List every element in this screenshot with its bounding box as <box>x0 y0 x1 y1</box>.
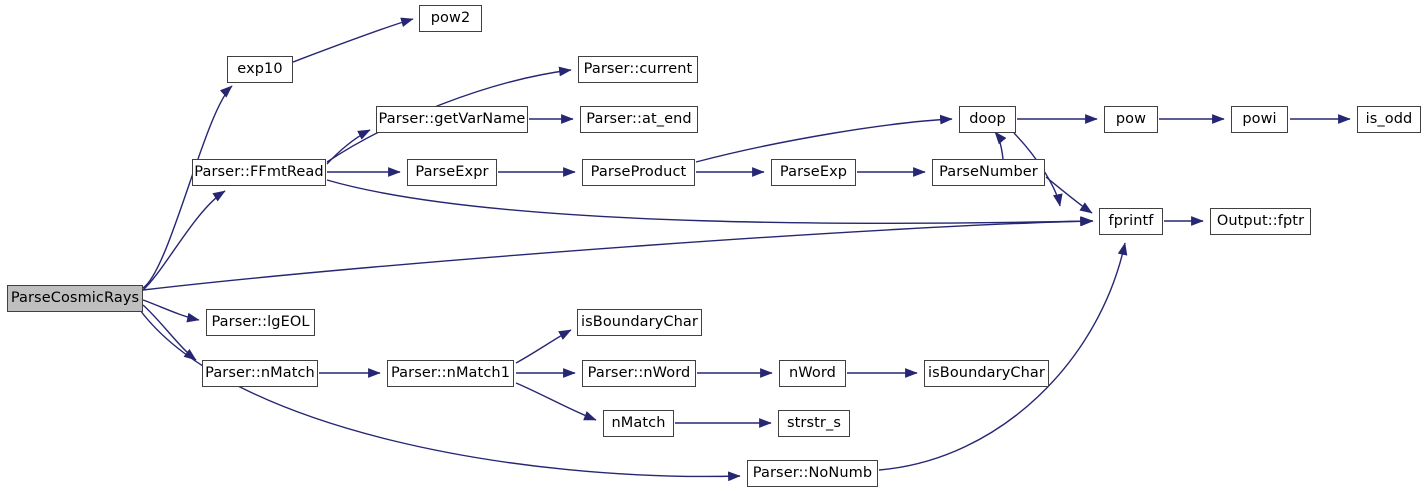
graph-node-parsecosmicrays[interactable]: ParseCosmicRays <box>7 285 143 312</box>
graph-node-isboundarychar1[interactable]: isBoundaryChar <box>577 309 702 336</box>
graph-node-doop[interactable]: doop <box>959 106 1016 133</box>
graph-node-label: nWord <box>789 365 836 382</box>
call-edge <box>326 129 371 165</box>
graph-node-parseexp[interactable]: ParseExp <box>771 159 856 186</box>
graph-node-isboundarychar2[interactable]: isBoundaryChar <box>924 360 1049 387</box>
graph-node-label: ParseCosmicRays <box>10 290 140 307</box>
graph-node-label: pow <box>1115 111 1147 128</box>
graph-node-output-fptr[interactable]: Output::fptr <box>1210 208 1311 235</box>
graph-node-label: isBoundaryChar <box>581 314 698 331</box>
call-edge <box>139 309 741 482</box>
graph-node-label: ParseProduct <box>590 164 687 181</box>
graph-node-label: pow2 <box>430 10 471 27</box>
call-edge <box>515 329 572 364</box>
graph-node-label: ParseExp <box>779 164 848 181</box>
call-edge <box>878 242 1128 471</box>
call-edge <box>142 216 1094 291</box>
graph-node-parseexpr[interactable]: ParseExpr <box>407 159 497 186</box>
graph-node-powi[interactable]: powi <box>1231 106 1288 133</box>
graph-node-parser-current[interactable]: Parser::current <box>578 56 698 83</box>
graph-node-label: ParseNumber <box>939 164 1038 181</box>
graph-node-pow[interactable]: pow <box>1104 106 1158 133</box>
call-edge <box>142 85 233 289</box>
graph-node-parser-nmatch[interactable]: Parser::nMatch <box>202 360 318 387</box>
call-edge <box>994 131 1007 160</box>
call-edge <box>515 382 597 421</box>
graph-node-label: strstr_s <box>786 415 841 432</box>
graph-node-label: nMatch <box>611 415 666 432</box>
graph-node-label: Parser::at_end <box>586 111 692 128</box>
graph-node-label: Output::fptr <box>1216 213 1305 230</box>
graph-node-parseproduct[interactable]: ParseProduct <box>582 159 695 186</box>
graph-node-label: Parser::nWord <box>587 365 691 382</box>
call-edge <box>326 66 572 163</box>
call-edge <box>142 299 200 323</box>
graph-node-label: isBoundaryChar <box>928 365 1045 382</box>
graph-node-label: Parser::nMatch <box>205 365 315 382</box>
call-edge <box>142 190 226 291</box>
graph-node-parser-ffmtread[interactable]: Parser::FFmtRead <box>192 159 326 186</box>
graph-node-fprintf[interactable]: fprintf <box>1099 208 1163 235</box>
graph-node-label: powi <box>1242 111 1277 128</box>
call-edge <box>1045 176 1093 214</box>
graph-node-is_odd[interactable]: is_odd <box>1357 106 1421 133</box>
graph-node-parser-getvarname[interactable]: Parser::getVarName <box>376 106 528 133</box>
graph-node-strstr_s[interactable]: strstr_s <box>778 410 850 437</box>
graph-node-nmatch[interactable]: nMatch <box>603 410 674 437</box>
graph-node-parser-nonumb[interactable]: Parser::NoNumb <box>747 460 878 487</box>
graph-node-parsenumber[interactable]: ParseNumber <box>932 159 1045 186</box>
edge-group <box>139 17 1351 482</box>
graph-node-parser-nword[interactable]: Parser::nWord <box>582 360 696 387</box>
call-edge <box>1013 132 1063 207</box>
graph-node-label: Parser::lgEOL <box>211 314 310 331</box>
graph-node-label: ParseExpr <box>415 164 489 181</box>
graph-node-label: Parser::FFmtRead <box>194 164 324 181</box>
call-edge <box>142 304 197 361</box>
graph-node-label: doop <box>969 111 1006 128</box>
graph-node-parser-at_end[interactable]: Parser::at_end <box>580 106 698 133</box>
graph-node-parser-nmatch1[interactable]: Parser::nMatch1 <box>387 360 514 387</box>
graph-node-exp10[interactable]: exp10 <box>227 56 293 83</box>
graph-node-label: Parser::nMatch1 <box>390 365 511 382</box>
graph-node-label: exp10 <box>237 61 283 78</box>
graph-node-label: fprintf <box>1108 213 1154 230</box>
graph-node-pow2[interactable]: pow2 <box>419 5 482 32</box>
graph-node-label: Parser::getVarName <box>378 111 526 128</box>
graph-node-label: is_odd <box>1365 111 1413 128</box>
graph-node-label: Parser::current <box>583 61 693 78</box>
call-edge <box>292 17 414 63</box>
call-edge <box>326 179 1093 227</box>
call-edge <box>695 114 953 163</box>
graph-node-parser-lgeol[interactable]: Parser::lgEOL <box>206 309 315 336</box>
graph-node-nword[interactable]: nWord <box>779 360 846 387</box>
graph-node-label: Parser::NoNumb <box>752 465 873 482</box>
